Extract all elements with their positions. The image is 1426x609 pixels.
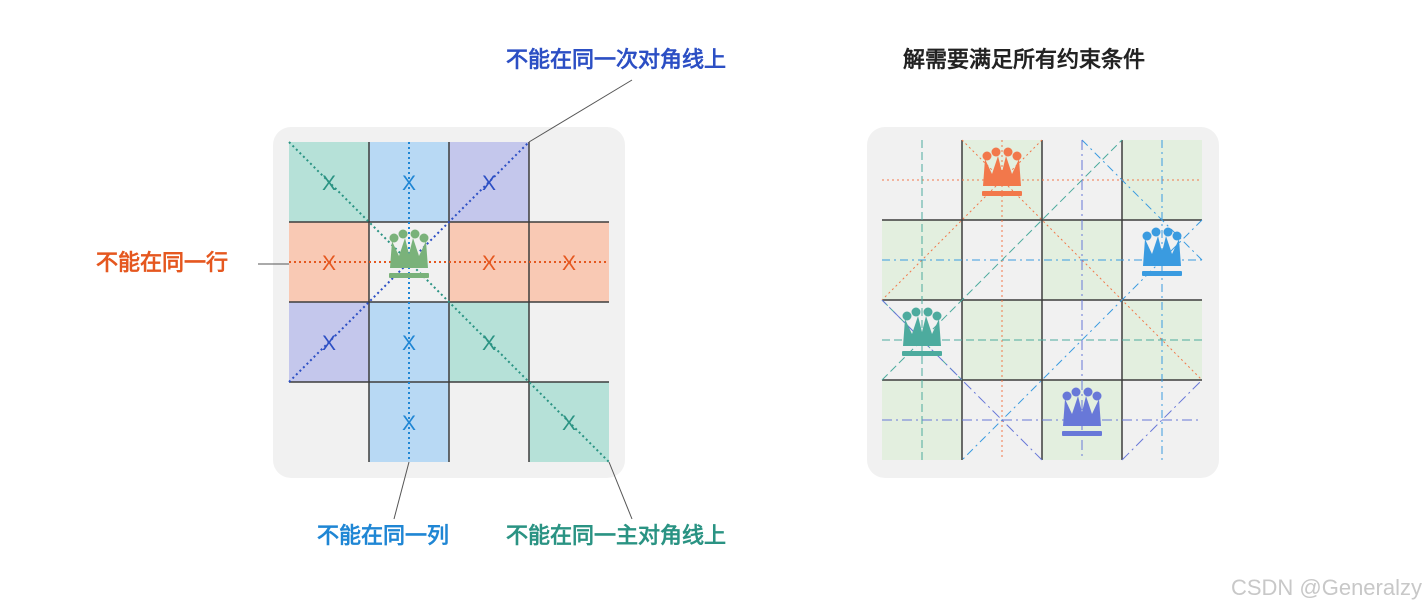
- row-label: 不能在同一行: [96, 251, 229, 276]
- x-mark: X: [562, 412, 576, 435]
- left-constraint-lines: [288, 141, 610, 463]
- x-mark: X: [482, 332, 496, 355]
- column-label: 不能在同一列: [317, 524, 450, 549]
- anti-diagonal-line: [288, 141, 530, 383]
- x-mark: X: [482, 252, 496, 275]
- x-mark: X: [402, 412, 416, 435]
- x-mark: X: [322, 332, 336, 355]
- left-x-marks: X X X X X X X X X X X: [322, 172, 576, 435]
- x-mark: X: [322, 252, 336, 275]
- solution-title: 解需要满足所有约束条件: [903, 48, 1146, 73]
- anti-diagonal-label: 不能在同一次对角线上: [506, 48, 727, 73]
- main-diagonal-label: 不能在同一主对角线上: [506, 524, 727, 549]
- watermark: CSDN @Generalzy: [1230, 575, 1422, 600]
- x-mark: X: [402, 172, 416, 195]
- main-diagonal-line: [288, 141, 610, 463]
- left-leader-lines: [258, 79, 633, 520]
- x-mark: X: [482, 172, 496, 195]
- x-mark: X: [562, 252, 576, 275]
- x-mark: X: [322, 172, 336, 195]
- x-mark: X: [402, 332, 416, 355]
